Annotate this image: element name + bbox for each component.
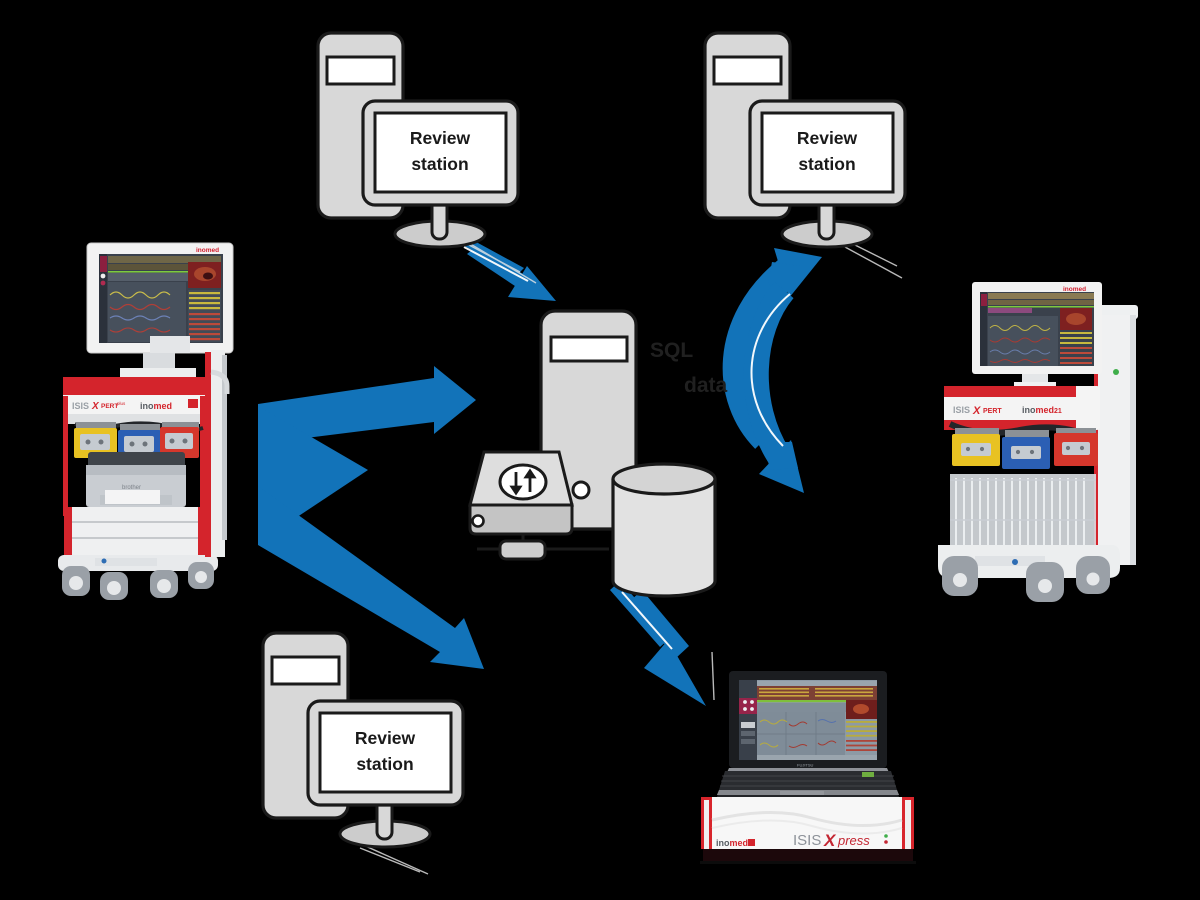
svg-text:FUJITSU: FUJITSU xyxy=(797,763,814,768)
svg-text:ISIS: ISIS xyxy=(72,401,89,411)
svg-text:ISIS: ISIS xyxy=(793,832,821,849)
svg-text:X: X xyxy=(823,831,837,850)
svg-text:data: data xyxy=(684,374,728,397)
svg-text:PERT: PERT xyxy=(983,408,1002,415)
svg-text:ISIS: ISIS xyxy=(953,405,970,415)
svg-text:plus: plus xyxy=(117,401,126,406)
svg-text:inomed: inomed xyxy=(1063,286,1086,293)
svg-text:press: press xyxy=(837,833,870,848)
svg-text:X: X xyxy=(972,405,981,417)
svg-text:inomed: inomed xyxy=(196,247,219,254)
svg-text:inomed21: inomed21 xyxy=(1022,405,1062,415)
svg-text:inomed: inomed xyxy=(140,401,172,411)
svg-text:inomed: inomed xyxy=(716,838,748,848)
svg-text:X: X xyxy=(91,401,100,412)
svg-text:PERT: PERT xyxy=(101,403,118,410)
svg-text:SQL: SQL xyxy=(650,339,693,362)
svg-text:brother: brother xyxy=(122,485,141,491)
